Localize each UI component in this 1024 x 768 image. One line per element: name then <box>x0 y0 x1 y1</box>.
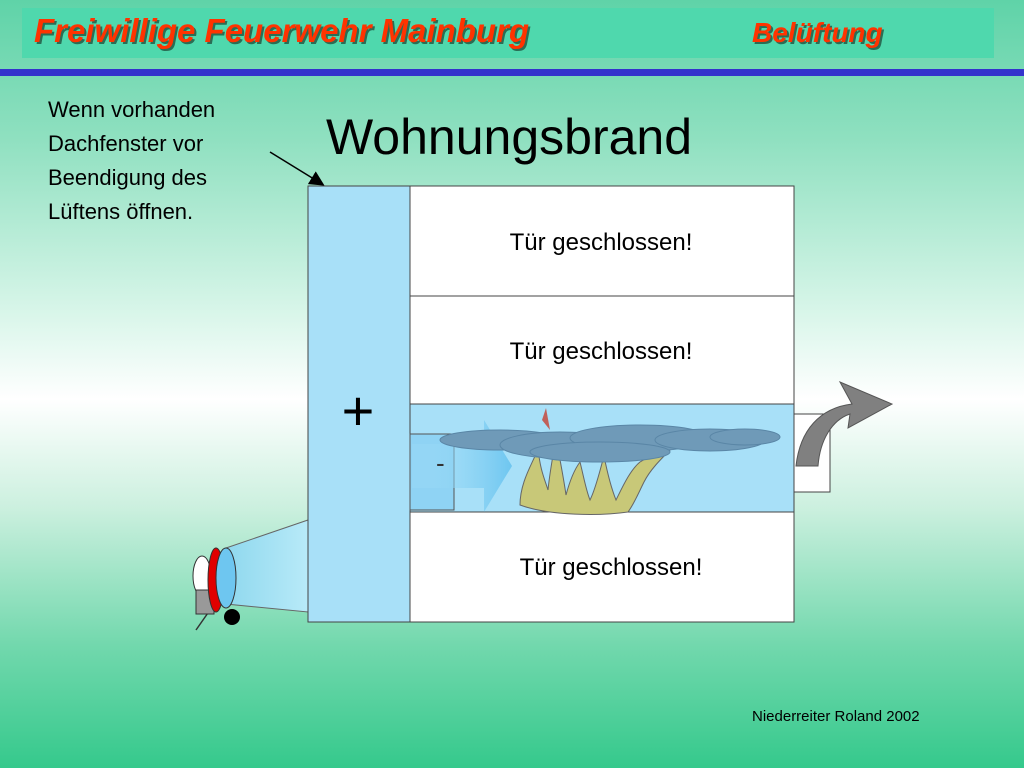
note-pointer-line <box>269 151 325 186</box>
stairwell <box>307 185 411 623</box>
roof-window-note: Wenn vorhanden Dachfenster vor Beendigun… <box>48 97 216 224</box>
fan-icon <box>192 547 240 631</box>
header-section: Belüftung <box>752 17 883 48</box>
smoke-cloud-icon <box>439 424 781 463</box>
footer-credit: Niederreiter Roland 2002 <box>752 708 920 725</box>
header-bar: Freiwillige Feuerwehr Mainburg Belüftung <box>22 8 994 58</box>
header-rule <box>0 69 1024 76</box>
floor-1-door-label: Tür geschlossen! <box>509 229 693 256</box>
flame-tip-icon <box>542 408 550 430</box>
floor-4 <box>409 511 795 623</box>
header-title: Freiwillige Feuerwehr Mainburg <box>34 12 530 49</box>
outlet-arrow-icon <box>795 380 894 467</box>
fan-airflow-cone <box>225 519 309 613</box>
floor-2-door-label: Tür geschlossen! <box>509 338 693 365</box>
floor-4-door-label: Tür geschlossen! <box>519 554 703 581</box>
fire-floor-underpressure-symbol: - <box>436 448 445 478</box>
stairwell-overpressure-symbol: + <box>341 379 375 442</box>
page-title: Wohnungsbrand <box>326 109 693 165</box>
floor-2 <box>409 295 795 405</box>
